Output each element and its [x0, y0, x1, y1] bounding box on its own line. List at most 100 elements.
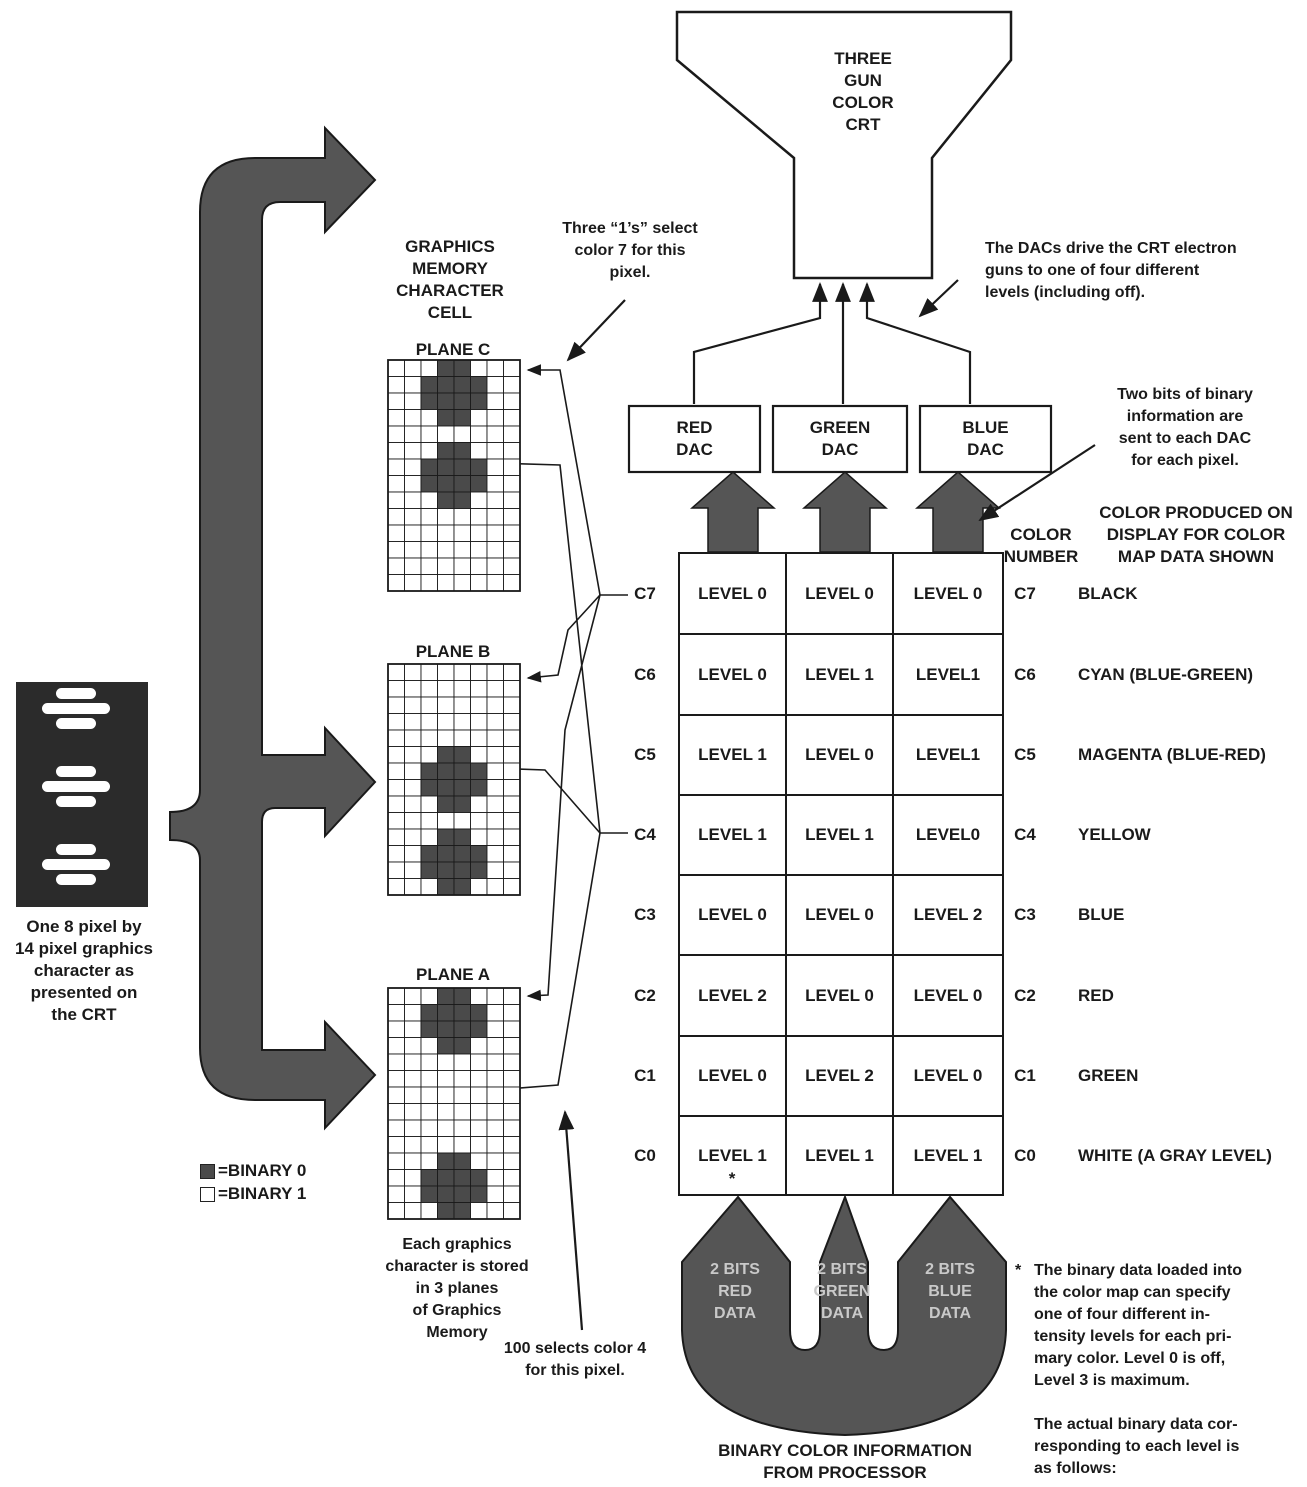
pixel-cell: [486, 812, 504, 830]
pixel-cell: [486, 1152, 504, 1170]
pixel-cell: [420, 409, 438, 427]
pixel-cell: [503, 359, 521, 377]
pixel-cell: [404, 1103, 422, 1121]
cell-red-level: LEVEL 0: [698, 664, 767, 684]
pixel-cell: [503, 409, 521, 427]
pixel-cell: [503, 574, 521, 592]
pixel-cell: [453, 392, 471, 410]
pixel-cell: [453, 442, 471, 460]
row-color-name: BLACK: [1078, 583, 1138, 603]
pixel-cell: [470, 475, 488, 493]
pixel-cell: [503, 1103, 521, 1121]
pixel-cell: [486, 878, 504, 896]
pixel-cell: [437, 376, 455, 394]
legend-binary1-label: =BINARY 1: [218, 1184, 307, 1203]
pixel-cell: [503, 557, 521, 575]
cell-blue-level: LEVEL0: [915, 825, 981, 844]
pixel-cell: [470, 1053, 488, 1071]
pixel-cell: [404, 746, 422, 764]
pixel-cell: [453, 1086, 471, 1104]
pixel-cell: [404, 1169, 422, 1187]
pixel-cell: [453, 376, 471, 394]
pixel-cell: [420, 1053, 438, 1071]
row-color-name: GREEN: [1078, 1066, 1139, 1085]
pixel-cell: [503, 696, 521, 714]
row-color-number-right: C6: [1014, 664, 1036, 684]
pixel-cell: [387, 574, 405, 592]
pixel-cell: [486, 845, 504, 863]
pixel-cell: [420, 1020, 438, 1038]
pixel-cell: [453, 1202, 471, 1220]
pixel-cell: [453, 475, 471, 493]
pixel-cell: [420, 828, 438, 846]
pixel-cell: [404, 878, 422, 896]
pixel-cell: [437, 795, 455, 813]
row-color-number-right: C7: [1014, 583, 1036, 603]
pixel-cell: [387, 762, 405, 780]
pixel-cell: [437, 1037, 455, 1055]
pixel-cell: [437, 987, 455, 1005]
pixel-cell: [437, 828, 455, 846]
pixel-cell: [437, 1119, 455, 1137]
plane-border: [387, 663, 521, 896]
pixel-cell: [420, 729, 438, 747]
pixel-cell: [437, 475, 455, 493]
pixel-cell: [420, 376, 438, 394]
pixel-cell: [387, 812, 405, 830]
pixel-cell: [503, 762, 521, 780]
pixel-cell: [420, 458, 438, 476]
pixel-cell: [453, 729, 471, 747]
pixel-cell: [404, 1070, 422, 1088]
pixel-cell: [453, 696, 471, 714]
pixel-cell: [486, 713, 504, 731]
cell-red-level: LEVEL 1: [698, 825, 767, 844]
pixel-cell: [453, 1185, 471, 1203]
pixel-cell: [420, 845, 438, 863]
pixel-cell: [404, 1053, 422, 1071]
row-color-number-left: C4: [634, 825, 656, 844]
row-color-number-left: C6: [634, 664, 656, 684]
pixel-cell: [404, 524, 422, 542]
row-color-number-right: C2: [1014, 985, 1036, 1005]
pixel-cell: [437, 713, 455, 731]
pixel-cell: [420, 812, 438, 830]
binary-input-arrows: [681, 1194, 1007, 1437]
pixel-cell: [404, 729, 422, 747]
pixel-cell: [453, 409, 471, 427]
pixel-cell: [453, 359, 471, 377]
pixel-cell: [437, 491, 455, 509]
pixel-cell: [420, 508, 438, 526]
row-color-number-left: C0: [634, 1145, 656, 1165]
pixel-cell: [437, 1053, 455, 1071]
pixel-cell: [420, 1070, 438, 1088]
pixel-cell: [453, 795, 471, 813]
pixel-cell: [387, 392, 405, 410]
pixel-cell: [470, 812, 488, 830]
row-color-number-right: C5: [1014, 745, 1036, 764]
cell-blue-level: LEVEL 2: [913, 905, 983, 924]
pixel-cell: [387, 458, 405, 476]
pixel-cell: [503, 442, 521, 460]
pixel-cell: [503, 779, 521, 797]
cell-red-level: LEVEL 2: [698, 985, 767, 1005]
pixel-cell: [470, 878, 488, 896]
pixel-cell: [404, 987, 422, 1005]
pixel-cell: [387, 1185, 405, 1203]
pixel-cell: [387, 508, 405, 526]
pixel-cell: [387, 1053, 405, 1071]
pixel-cell: [437, 1103, 455, 1121]
pixel-cell: [420, 359, 438, 377]
pixel-cell: [503, 680, 521, 698]
row-color-number-right: C3: [1014, 905, 1036, 924]
row-color-number-left: C3: [634, 905, 656, 924]
pixel-cell: [420, 795, 438, 813]
cell-red-level: LEVEL 0: [698, 905, 767, 924]
pixel-cell: [404, 828, 422, 846]
pixel-cell: [387, 1136, 405, 1154]
